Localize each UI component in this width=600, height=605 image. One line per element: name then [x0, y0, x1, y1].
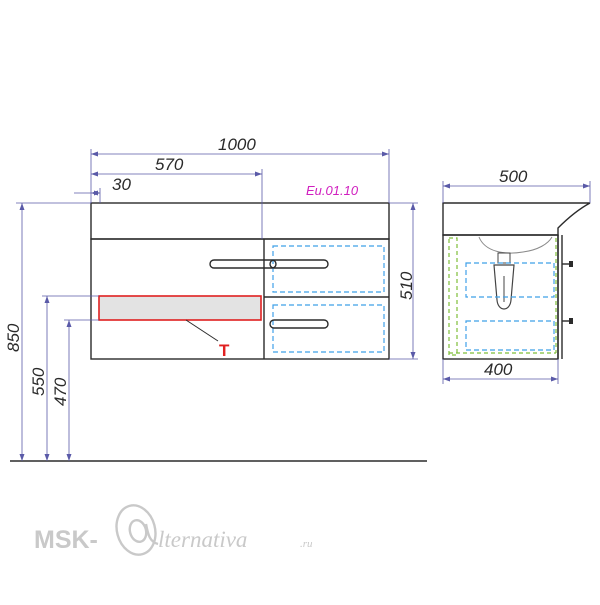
dimension-top-depth: 500 — [442, 167, 591, 203]
dimension-height-470: 470 — [51, 319, 99, 461]
dimension-body-depth: 400 — [442, 359, 559, 384]
dimension-850-label: 850 — [4, 323, 23, 352]
front-view: T Eu.01.10 1000 570 30 — [4, 135, 427, 462]
upper-drawer-interior — [272, 245, 385, 293]
dimension-left-part: 570 — [91, 155, 263, 239]
watermark-at-icon — [115, 504, 159, 556]
dimension-total-width: 1000 — [90, 135, 390, 203]
dimension-470-label: 470 — [51, 377, 70, 406]
side-lower-drawer-interior — [465, 320, 555, 351]
dimension-550-label: 550 — [29, 367, 48, 396]
watermark-text-part3: .ru — [300, 538, 313, 550]
side-drawer-handles — [562, 261, 573, 324]
side-back-panel — [448, 237, 458, 356]
dimension-total-height: 850 — [4, 202, 91, 461]
side-cabinet-body — [442, 234, 559, 360]
watermark-text-part1: MSK- — [34, 526, 98, 554]
side-countertop — [442, 202, 591, 236]
dimension-510-label: 510 — [397, 271, 416, 300]
dimension-570-label: 570 — [155, 155, 184, 174]
dimension-500-label: 500 — [499, 167, 528, 186]
dimension-cabinet-height: 510 — [389, 202, 418, 360]
dimension-30-label: 30 — [112, 175, 131, 194]
lower-drawer-handle — [269, 319, 329, 329]
watermark-logo: MSK- lternativa .ru — [34, 504, 313, 556]
dimension-1000-label: 1000 — [218, 135, 256, 154]
side-upper-drawer-interior — [465, 262, 555, 298]
countertop — [90, 202, 390, 240]
marker-label: T — [219, 341, 230, 360]
dimension-400-label: 400 — [484, 360, 513, 379]
model-code-label: Eu.01.10 — [306, 183, 359, 198]
siphon-icon — [493, 252, 515, 310]
highlighted-shelf — [98, 295, 262, 321]
watermark-text-part2: lternativa — [158, 527, 247, 552]
dimension-height-550: 550 — [29, 295, 99, 461]
side-view: 500 400 — [442, 167, 591, 384]
cabinet-body — [90, 238, 390, 360]
marker-leader — [185, 319, 219, 342]
basin-outline — [478, 236, 553, 254]
dimension-offset: 30 — [74, 175, 131, 203]
upper-drawer-handle — [269, 259, 329, 269]
left-door-handle — [209, 259, 277, 269]
